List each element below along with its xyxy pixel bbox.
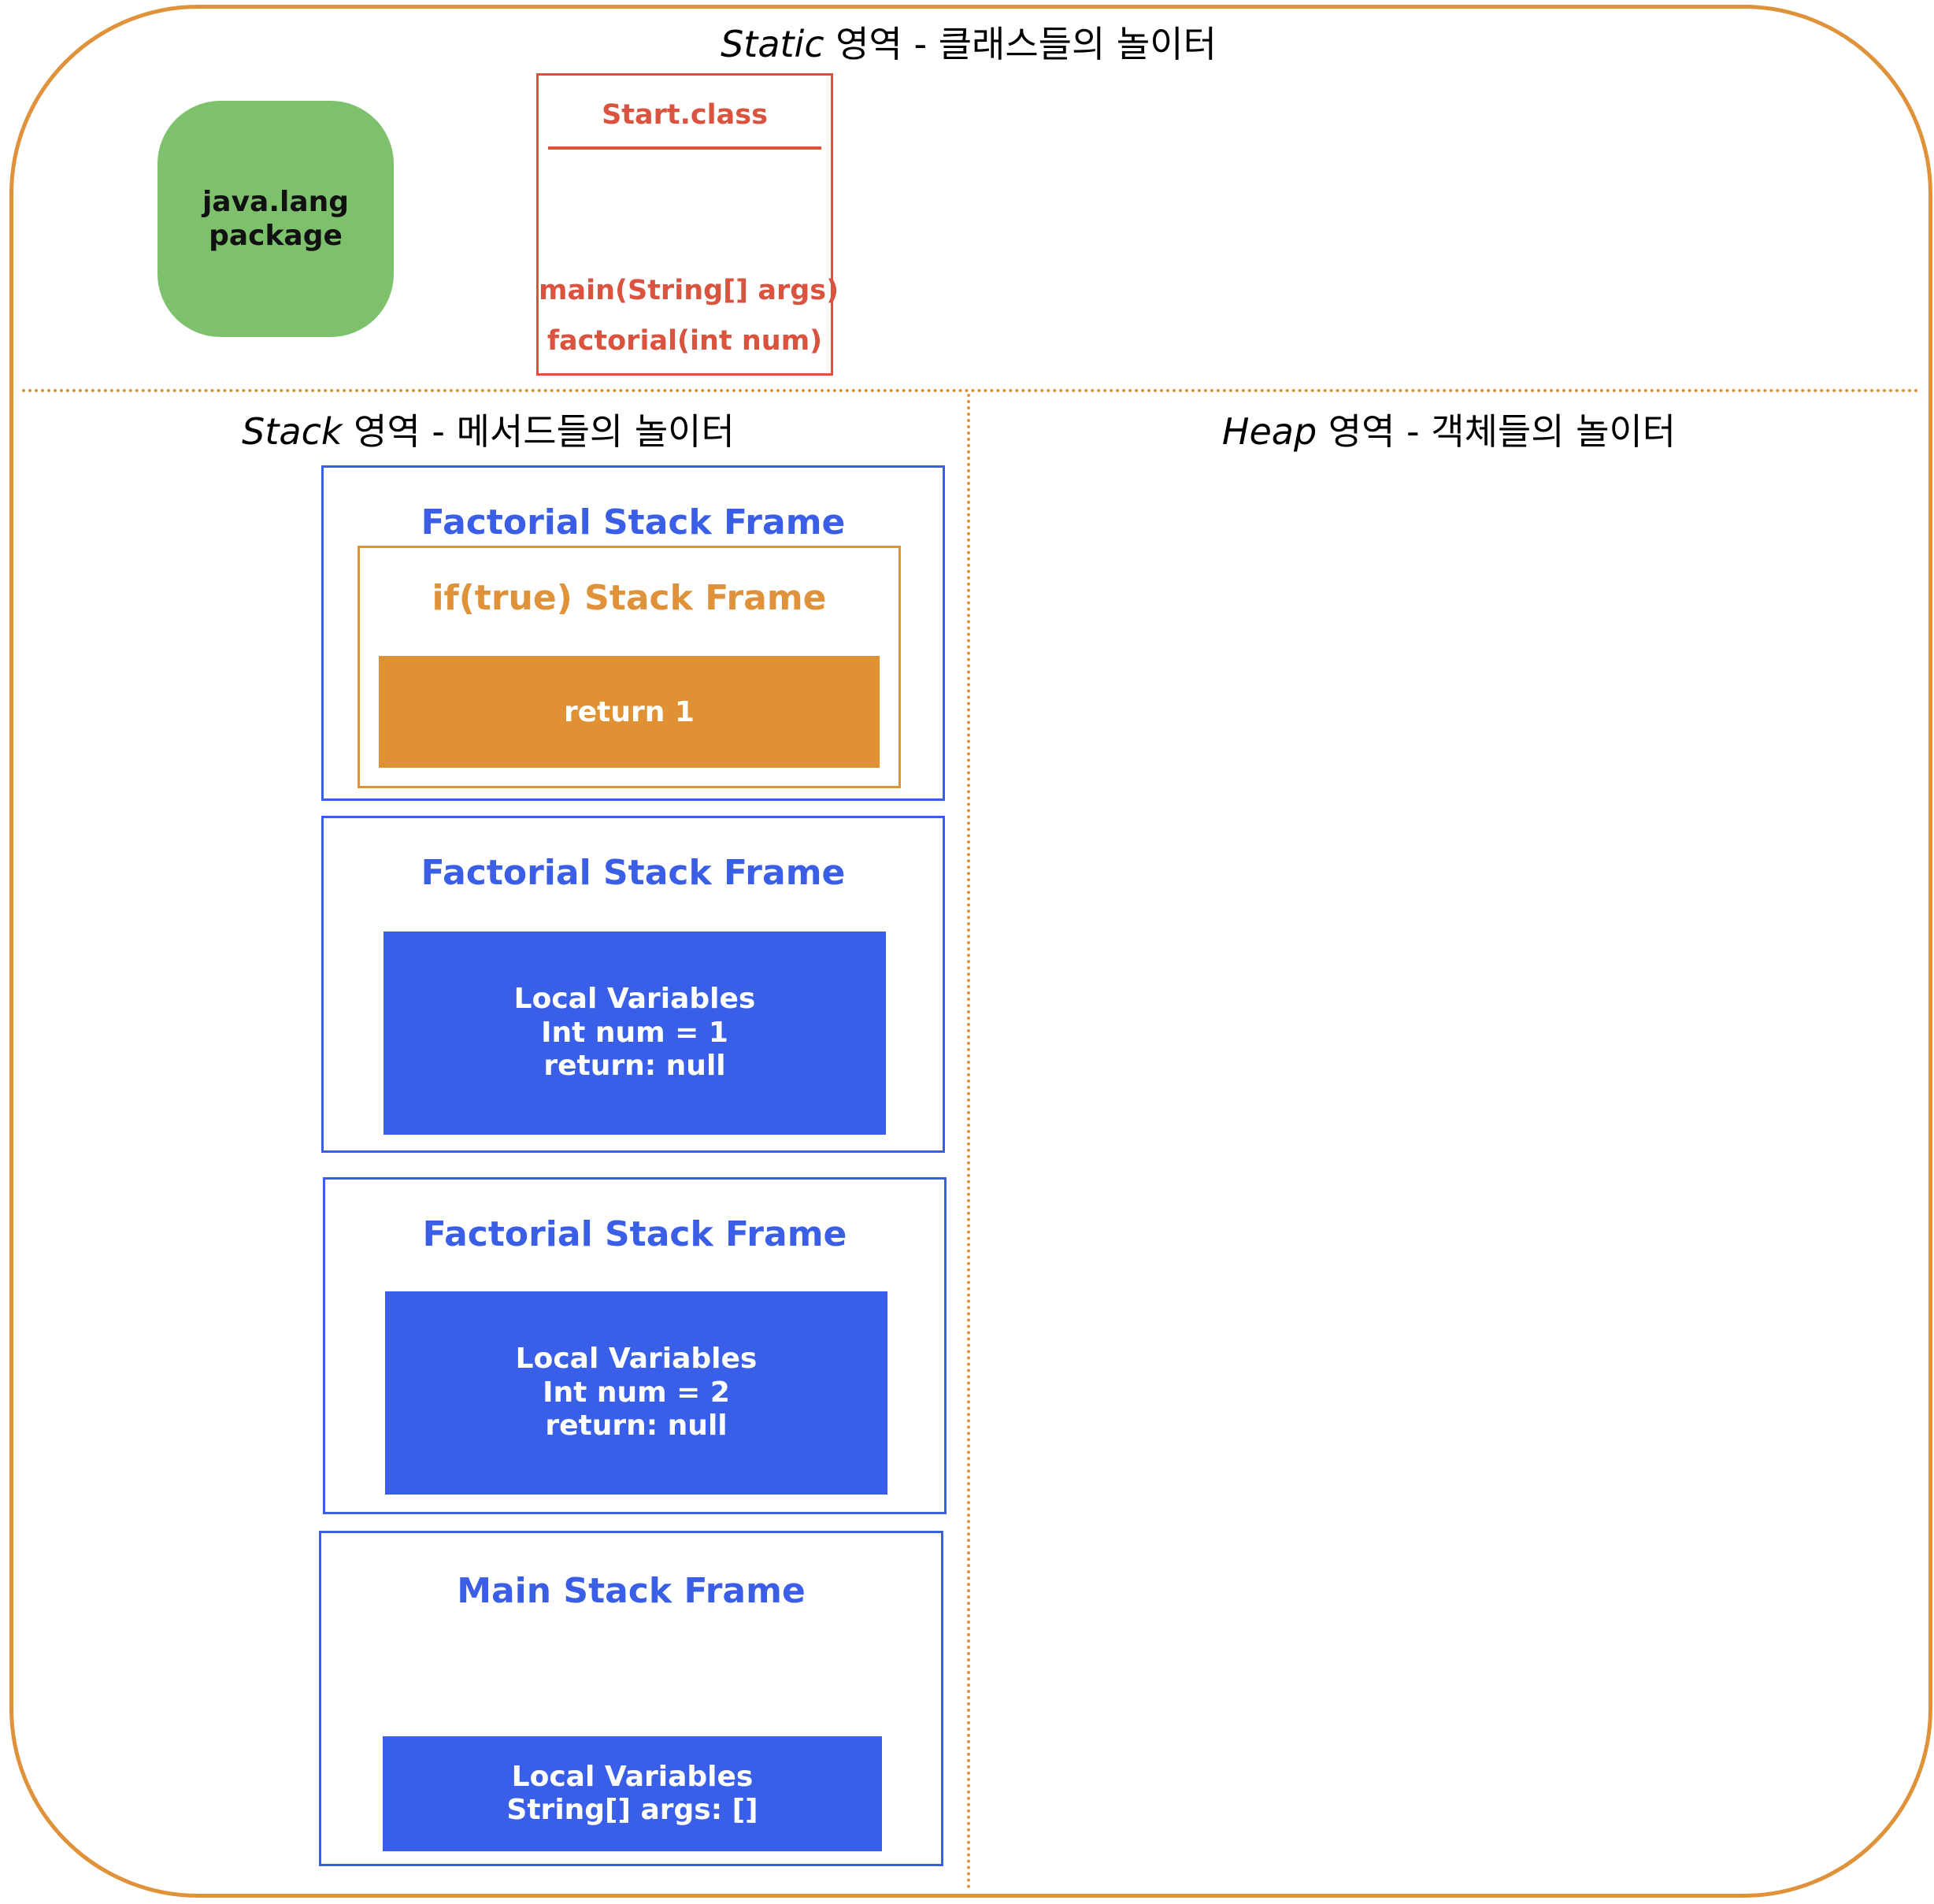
local-variables-heading: Local Variables: [513, 983, 756, 1016]
memory-outer-boundary: [9, 5, 1932, 1898]
package-line2: package: [209, 220, 343, 252]
return-statement-box: return 1: [379, 656, 880, 768]
method-factorial: factorial(int num): [546, 325, 823, 357]
stack-area-title: Stack 영역 - 메서드들의 놀이터: [236, 403, 740, 455]
static-area-label-rest: 영역 - 클래스들의 놀이터: [824, 23, 1217, 65]
main-stack-frame: Main Stack Frame Local Variables String[…: [319, 1531, 943, 1866]
factorial-stack-frame-num-2: Factorial Stack Frame Local Variables In…: [323, 1177, 947, 1514]
local-variables-box: Local Variables String[] args: []: [383, 1736, 882, 1851]
local-variables-box: Local Variables Int num = 2 return: null: [385, 1291, 887, 1495]
java-lang-package: java.lang package: [157, 101, 394, 337]
package-line1: java.lang: [202, 185, 350, 218]
static-area-title: Static 영역 - 클래스들의 놀이터: [709, 16, 1228, 68]
var-return: return: null: [545, 1409, 728, 1443]
var-num: Int num = 1: [541, 1016, 728, 1049]
frame-title: Factorial Stack Frame: [421, 853, 846, 893]
method-main: main(String[] args): [539, 275, 839, 306]
stack-heap-divider: [967, 394, 970, 1890]
start-class-box: Start.class main(String[] args) factoria…: [536, 73, 839, 376]
frame-title: Main Stack Frame: [457, 1571, 806, 1611]
factorial-stack-frame-top: Factorial Stack Frame if(true) Stack Fra…: [321, 465, 945, 801]
local-variables-box: Local Variables Int num = 1 return: null: [383, 932, 886, 1135]
if-frame-title: if(true) Stack Frame: [432, 578, 827, 618]
frame-title: Factorial Stack Frame: [421, 502, 846, 543]
if-true-stack-frame: if(true) Stack Frame return 1: [358, 546, 901, 788]
local-variables-heading: Local Variables: [511, 1760, 754, 1793]
frame-title: Factorial Stack Frame: [422, 1214, 847, 1254]
var-num: Int num = 2: [543, 1376, 730, 1409]
heap-area-label-rest: 영역 - 객체들의 놀이터: [1317, 410, 1677, 453]
local-variables-heading: Local Variables: [515, 1343, 758, 1376]
start-class-name: Start.class: [602, 99, 768, 131]
static-region-divider: [22, 389, 1920, 392]
return-statement: return 1: [564, 695, 695, 728]
stack-area-label-italic: Stack: [242, 410, 343, 453]
factorial-stack-frame-num-1: Factorial Stack Frame Local Variables In…: [321, 816, 945, 1153]
start-class-divider: [548, 146, 821, 150]
var-args: String[] args: []: [506, 1794, 758, 1826]
var-return: return: null: [543, 1050, 726, 1083]
heap-area-label-italic: Heap: [1221, 410, 1317, 453]
heap-area-title: Heap 영역 - 객체들의 놀이터: [1213, 403, 1685, 455]
stack-area-label-rest: 영역 - 메서드들의 놀이터: [342, 410, 735, 453]
static-area-label-italic: Static: [721, 23, 824, 65]
